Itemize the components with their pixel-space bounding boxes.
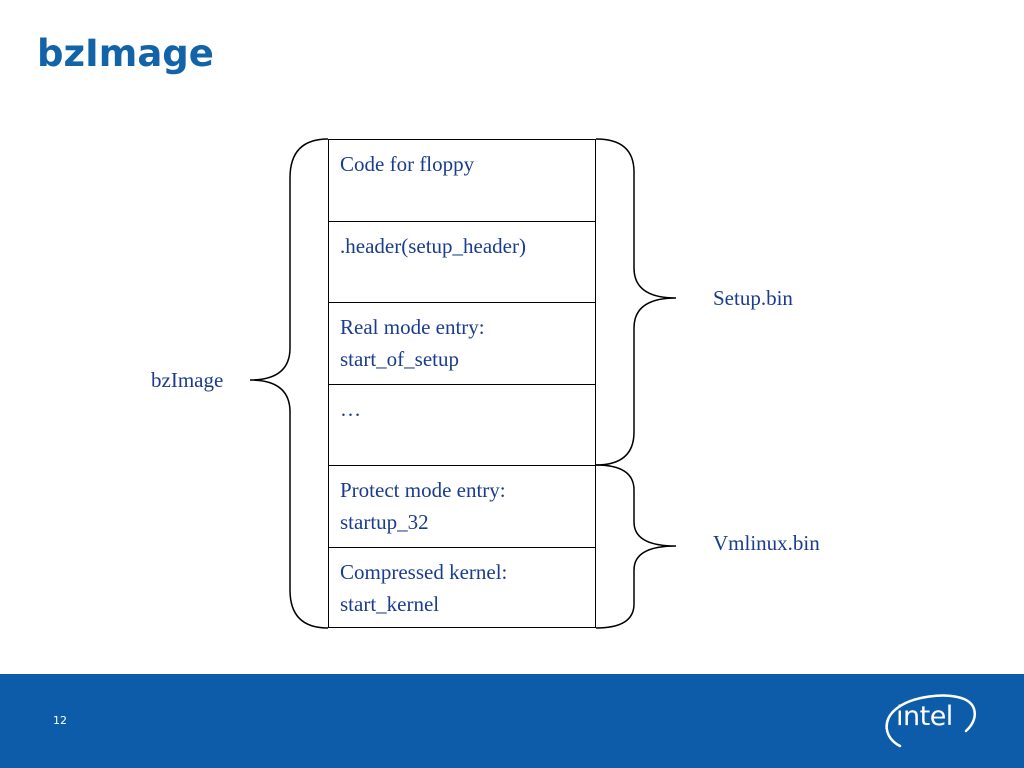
left-brace <box>249 138 329 629</box>
logo-swoosh-icon <box>885 694 976 748</box>
brace-graphics <box>249 138 677 629</box>
cell-line: Real mode entry: <box>340 315 485 339</box>
label-bzimage: bzImage <box>151 368 224 392</box>
cell-compressed-kernel: Compressed kernel: start_kernel <box>329 546 595 628</box>
cell-line: start_of_setup <box>340 347 459 371</box>
cell-code-for-floppy: Code for floppy <box>329 139 595 221</box>
memory-layout-stack: Code for floppy .header(setup_header) Re… <box>328 139 596 628</box>
label-vmlinux-bin: Vmlinux.bin <box>713 531 820 555</box>
cell-line: Compressed kernel: <box>340 559 508 584</box>
cell-line: start_kernel <box>340 591 440 616</box>
cell-real-mode-entry: Real mode entry: start_of_setup <box>329 302 595 384</box>
slide-title: bzImage <box>37 32 214 75</box>
right-brace-setup <box>595 138 677 466</box>
page-number: 12 <box>53 714 67 727</box>
cell-line: Protect mode entry: <box>340 478 506 502</box>
cell-line: .header(setup_header) <box>340 233 526 258</box>
right-brace-vmlinux <box>595 464 677 629</box>
label-setup-bin: Setup.bin <box>713 286 793 310</box>
cell-protect-mode-entry: Protect mode entry: startup_32 <box>329 465 595 547</box>
intel-logo: intel <box>880 690 980 752</box>
footer-bar: 12 intel <box>0 674 1024 768</box>
logo-text: intel <box>896 701 953 732</box>
cell-line: Code for floppy <box>340 152 475 176</box>
cell-line: … <box>340 396 361 421</box>
cell-header: .header(setup_header) <box>329 220 595 303</box>
cell-line: startup_32 <box>340 510 429 534</box>
cell-ellipsis: … <box>329 383 595 466</box>
